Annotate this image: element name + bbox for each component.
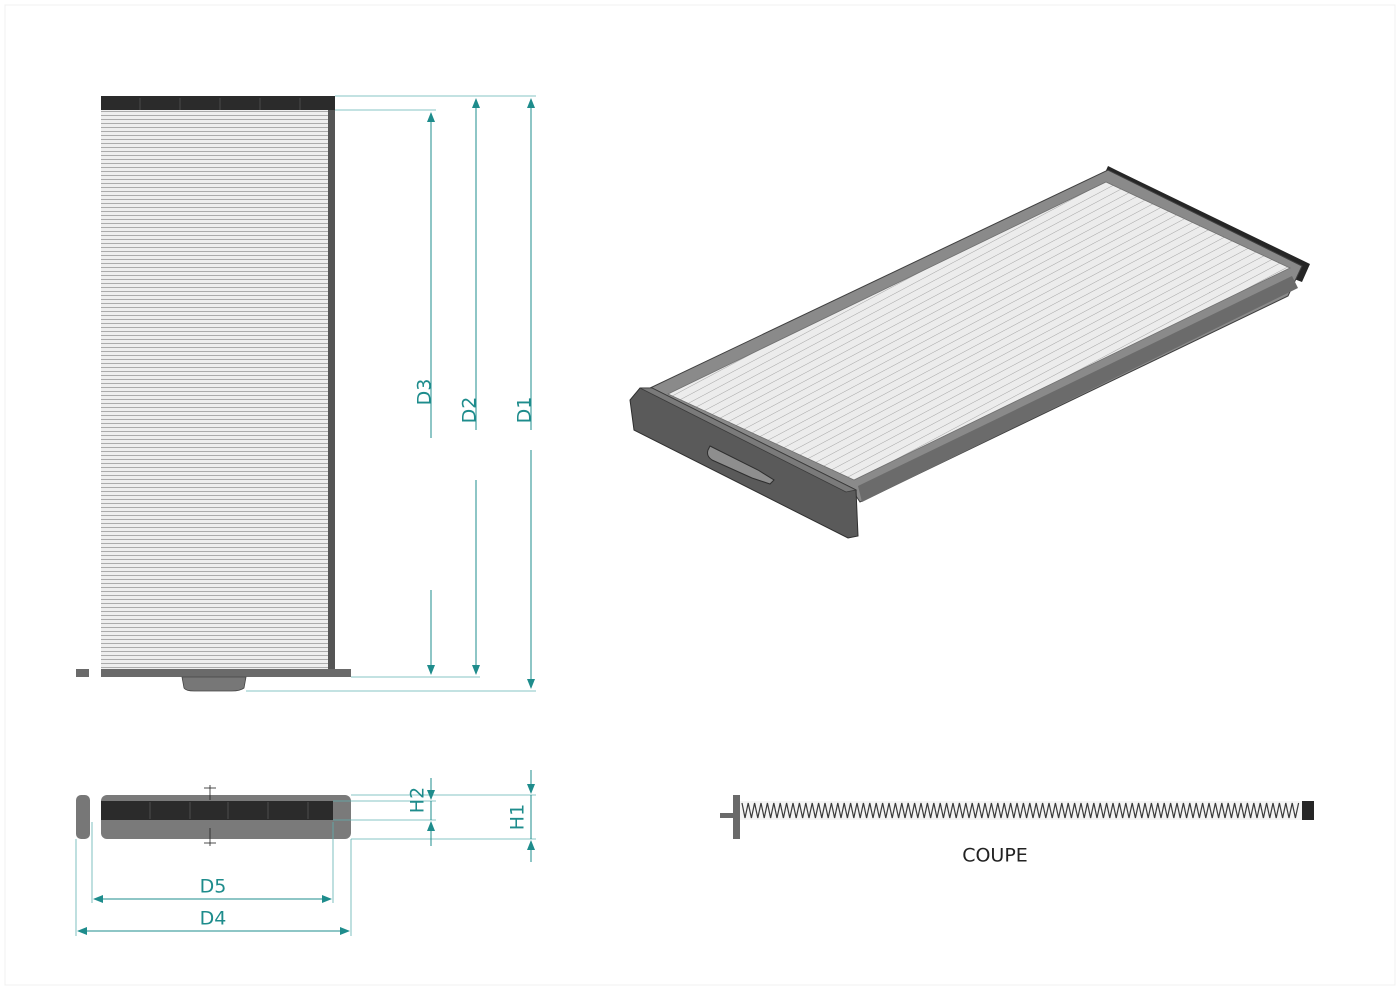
- side-gasket-segments: [149, 802, 309, 819]
- dimension-label-d4: D4: [200, 908, 227, 930]
- front-side-frame: [328, 108, 335, 672]
- dimension-label-d5: D5: [200, 876, 227, 898]
- front-extension-lines: [246, 95, 536, 692]
- side-marker-ticks: [204, 785, 216, 846]
- side-left-tab: [76, 795, 90, 839]
- side-extension-lines: [75, 794, 536, 936]
- dimension-label-d2: D2: [459, 397, 481, 424]
- front-bottom-flange: [101, 669, 351, 677]
- isometric-view: [629, 166, 1310, 539]
- dimension-d5: D5: [93, 876, 332, 903]
- front-gasket-segments: [139, 98, 301, 110]
- iso-media: [667, 181, 1291, 481]
- section-gasket: [1302, 801, 1314, 820]
- section-tab: [720, 813, 734, 818]
- dimension-d4: D4: [77, 908, 350, 935]
- front-view: [76, 96, 351, 692]
- dimension-label-d1: D1: [514, 397, 536, 424]
- dimension-label-h1: H1: [507, 804, 529, 830]
- dimension-label-d3: D3: [414, 379, 436, 406]
- dimension-label-h2: H2: [407, 787, 429, 813]
- dimension-h1: H1: [507, 770, 535, 862]
- iso-handle: [707, 445, 775, 485]
- iso-end-plate-edge: [639, 387, 858, 493]
- front-handle: [181, 676, 247, 692]
- sheet-border: [4, 4, 1396, 986]
- section-end-plate: [733, 795, 740, 839]
- front-left-tab: [76, 669, 89, 677]
- section-pleat-wave: [741, 802, 1300, 819]
- iso-side-rail: [858, 276, 1298, 502]
- dimension-d1: D1: [514, 98, 536, 689]
- front-media: [101, 110, 329, 670]
- dimension-d3: D3: [414, 112, 436, 675]
- dimension-h2: H2: [407, 778, 435, 846]
- front-top-gasket: [101, 96, 335, 110]
- side-view: [76, 785, 351, 846]
- dimension-d2: D2: [459, 98, 481, 675]
- section-label: COUPE: [962, 845, 1028, 867]
- section-view: COUPE: [720, 795, 1314, 867]
- side-gasket: [101, 801, 333, 820]
